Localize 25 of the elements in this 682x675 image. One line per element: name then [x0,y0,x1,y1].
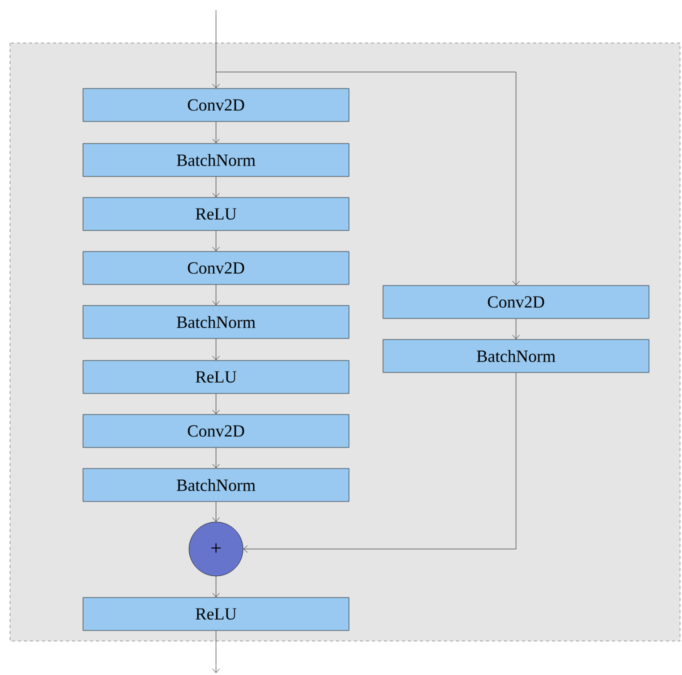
arrow [212,576,220,598]
layer-box: ReLU [82,197,350,231]
layer-box: ReLU [82,360,350,394]
arrow [212,122,220,144]
arrow [212,176,220,198]
arrow [212,10,220,88]
layer-box: BatchNorm [82,468,350,502]
arrow [512,318,520,340]
arrow [216,72,520,286]
arrow [212,284,220,306]
arrow [243,372,516,553]
layer-box: Conv2D [82,251,350,285]
arrow [212,338,220,360]
layer-box: Conv2D [382,285,650,319]
arrow [212,394,220,414]
layer-box: Conv2D [82,88,350,122]
layer-box: Conv2D [82,414,350,448]
arrow [212,448,220,468]
layer-box: BatchNorm [82,305,350,339]
layer-box: BatchNorm [82,143,350,177]
arrow [212,502,220,522]
layer-box: ReLU [82,597,350,631]
arrow [212,630,220,673]
layer-box: BatchNorm [382,339,650,373]
arrow [212,230,220,252]
